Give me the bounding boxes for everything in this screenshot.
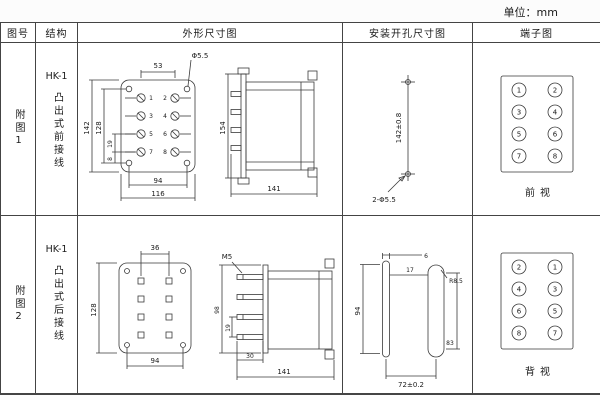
view-label-rear: 背视 [525, 365, 555, 378]
dim-slot-width: 6 [424, 253, 428, 260]
structure-cell-row1: HK-1 凸出式前接线 [36, 43, 78, 216]
side-view: M5 98 19 30 141 [214, 253, 334, 380]
fig-cell-row1: 附图1 [1, 43, 36, 216]
rear-view: 36 128 94 [90, 244, 191, 369]
terminal-pins [137, 277, 172, 338]
terminal-number: 8 [163, 149, 167, 156]
terminal-number: 4 [163, 113, 167, 120]
dim-offset: 8 [107, 156, 114, 160]
dim-height: 128 [90, 303, 98, 316]
outline-drawing-rear-wiring: 36 128 94 [90, 244, 334, 380]
structure-label: 凸出式后接线 [51, 265, 63, 343]
header-structure: 结构 [36, 23, 78, 43]
structure-cell-row2: HK-1 凸出式后接线 [36, 216, 78, 394]
terminal-number: 1 [552, 263, 556, 271]
side-view: 154 141 [219, 67, 317, 197]
front-view: 1 2 3 4 5 6 7 8 [83, 52, 208, 201]
terminal-number: 8 [552, 152, 556, 160]
terminal-cell-row2: 2 1 4 3 6 5 8 7 背视 [473, 216, 600, 394]
terminal-number: 6 [516, 307, 521, 315]
dim-flange: 98 [214, 306, 221, 314]
outline-cell-row2: 36 128 94 [78, 216, 343, 394]
terminal-diagram-rear: 2 1 4 3 6 5 8 7 背视 [500, 252, 573, 378]
dim-gap: 17 [406, 267, 414, 274]
fig-label: 附图1 [13, 109, 24, 149]
terminal-number: 3 [149, 113, 153, 120]
dim-right-span: 83 [446, 340, 454, 347]
screw-label: M5 [221, 253, 232, 261]
terminal-number: 7 [149, 149, 153, 156]
dim-stud: 30 [246, 353, 254, 360]
terminal-number: 7 [552, 329, 556, 337]
fig-cell-row2: 附图2 [1, 216, 36, 394]
dimension-lines [218, 261, 334, 380]
dim-pitch: 19 [107, 140, 114, 148]
fig-label: 附图2 [13, 284, 24, 325]
terminal-number: 3 [552, 285, 556, 293]
structure-label: 凸出式前接线 [51, 92, 63, 170]
dim-left-span: 94 [354, 306, 362, 315]
holes-label: 2-Φ5.5 [372, 196, 396, 204]
terminal-number: 5 [516, 130, 520, 138]
mounting-slots [381, 260, 444, 357]
outline-cell-row1: 1 2 3 4 5 6 7 8 [78, 43, 343, 216]
terminal-cell-row1: 1 2 3 4 5 6 7 8 前视 [473, 43, 600, 216]
dimension-lines [359, 252, 460, 379]
header-terminal: 端子图 [473, 23, 600, 43]
dim-hole-span-h: 94 [153, 177, 162, 185]
dim-top: 53 [153, 62, 162, 70]
terminal-number: 1 [149, 95, 153, 102]
dim-width: 116 [151, 190, 165, 198]
dim-hole-span-v: 128 [95, 121, 103, 134]
terminal-circles [511, 82, 562, 163]
dimension-table: 图号 结构 外形尺寸图 安装开孔尺寸图 端子图 附图1 HK-1 凸出式前接线 [0, 22, 600, 395]
dim-side-height: 154 [219, 120, 227, 134]
terminal-number: 2 [516, 263, 520, 271]
terminal-number: 8 [516, 329, 520, 337]
dim-side-width: 141 [267, 185, 280, 193]
terminal-screws [124, 92, 191, 157]
terminal-number: 3 [516, 108, 520, 116]
dim-pitch: 19 [225, 324, 232, 332]
header-fig-no: 图号 [1, 23, 36, 43]
dim-hole-label: Φ5.5 [191, 52, 208, 60]
dimension-lines [224, 73, 317, 197]
terminal-number: 7 [516, 152, 520, 160]
header-outline: 外形尺寸图 [78, 23, 343, 43]
terminal-diagram-front: 1 2 3 4 5 6 7 8 前视 [500, 75, 573, 199]
dim-hole-spacing: 142±0.8 [395, 112, 403, 142]
terminal-number: 4 [552, 108, 557, 116]
unit-label: 单位：mm [503, 6, 558, 19]
terminal-number: 2 [163, 95, 167, 102]
terminal-number: 5 [552, 307, 556, 315]
install-cell-row1: 142±0.8 2-Φ5.5 [343, 43, 473, 216]
dimension-lines [88, 59, 195, 201]
install-drawing-rear-wiring: 6 17 R8.5 94 83 72±0.2 [354, 252, 463, 389]
dim-height: 142 [83, 121, 91, 134]
header-install: 安装开孔尺寸图 [343, 23, 473, 43]
mounting-holes [400, 74, 415, 181]
dim-top: 36 [150, 244, 159, 252]
radius-label: R8.5 [449, 278, 463, 285]
outline-drawing-front-wiring: 1 2 3 4 5 6 7 8 [83, 52, 317, 201]
terminal-number: 1 [516, 86, 520, 94]
install-cell-row2: 6 17 R8.5 94 83 72±0.2 [343, 216, 473, 394]
terminal-number: 4 [516, 285, 521, 293]
terminal-number: 5 [149, 131, 153, 138]
terminal-number: 6 [163, 131, 167, 138]
model-label: HK-1 [45, 71, 68, 82]
leader-line [387, 174, 406, 192]
terminal-circles [511, 259, 562, 340]
view-label-front: 前视 [525, 186, 555, 199]
dim-horizontal-span: 72±0.2 [398, 381, 424, 389]
dim-side-width: 141 [277, 368, 290, 376]
terminal-number: 6 [552, 130, 557, 138]
dimension-lines [95, 250, 183, 369]
model-label: HK-1 [45, 244, 68, 255]
install-drawing-front-wiring: 142±0.8 2-Φ5.5 [372, 74, 415, 204]
terminal-number: 2 [552, 86, 556, 94]
dim-width: 94 [150, 357, 159, 365]
